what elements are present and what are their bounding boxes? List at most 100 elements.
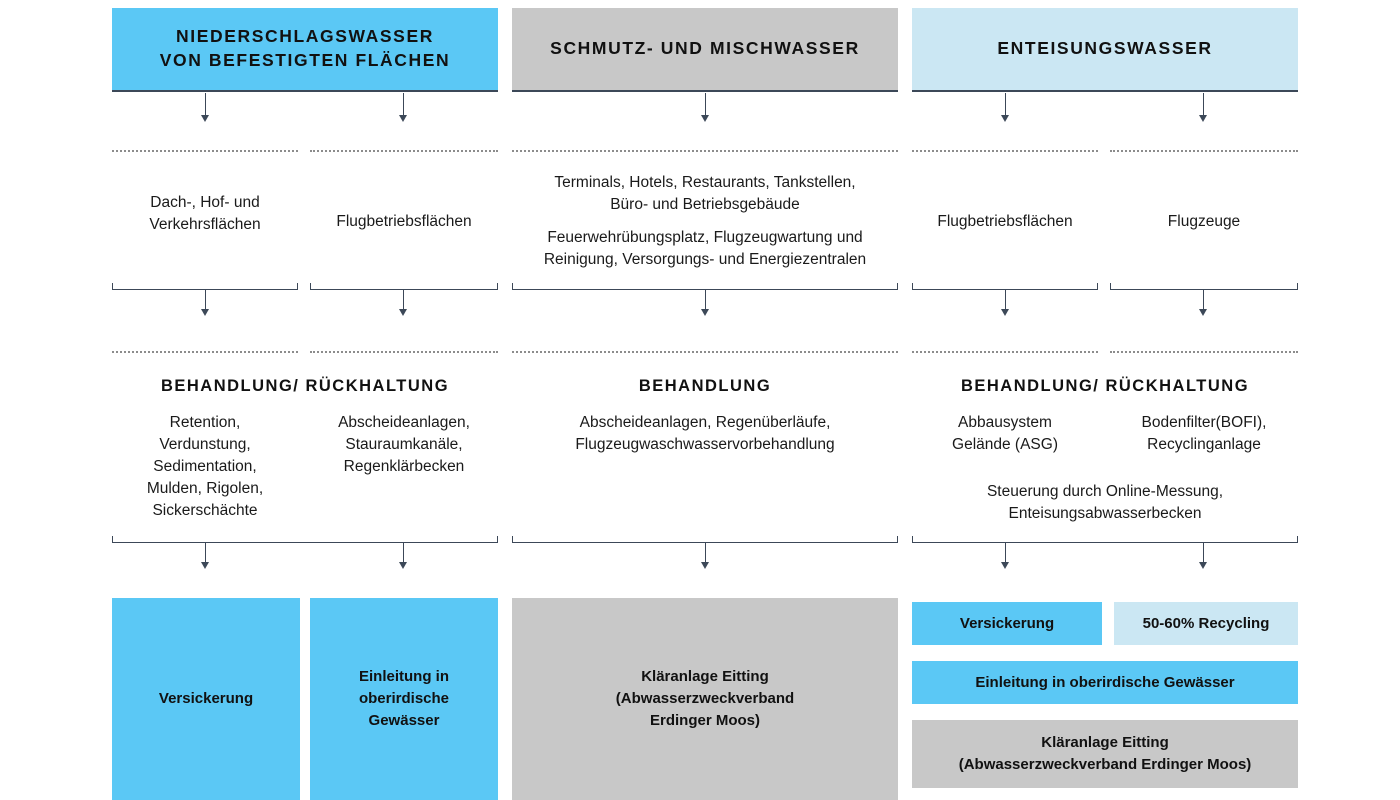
arrow-head-icon — [1199, 115, 1207, 122]
bracket-tick — [912, 536, 913, 543]
result-label: Kläranlage Eitting (Abwasserzweckverband… — [615, 668, 795, 729]
source-text-terminals-hotels: Terminals, Hotels, Restaurants, Tankstel… — [512, 172, 898, 216]
treatment-line: Gelände (ASG) — [952, 436, 1058, 453]
source-line: Flugzeuge — [1167, 213, 1241, 230]
arrow-head-icon — [701, 562, 709, 569]
bracket-tick — [310, 283, 311, 290]
treatment-line: Regenklärbecken — [343, 458, 465, 475]
arrow-stem — [1005, 93, 1006, 117]
result-box-versickerung[interactable]: Versickerung — [112, 598, 300, 800]
treatment-line: Sedimentation, — [153, 458, 257, 475]
source-line: Feuerwehrübungsplatz, Flugzeugwartung un… — [547, 229, 863, 246]
column-header-text: SCHMUTZ- UND MISCHWASSER — [550, 38, 860, 59]
arrow-stem — [705, 289, 706, 311]
result-label: Versickerung — [959, 614, 1055, 632]
bracket-line — [112, 542, 498, 543]
arrow-stem — [1005, 289, 1006, 311]
bracket-line — [912, 542, 1298, 543]
arrow-stem — [205, 289, 206, 311]
treatment-line: Steuerung durch Online-Messung, — [986, 483, 1224, 500]
column-header-niederschlagswasser: NIEDERSCHLAGSWASSER VON BEFESTIGTEN FLÄC… — [112, 8, 498, 92]
treatment-line: Sickerschächte — [152, 502, 258, 519]
arrow-head-icon — [701, 115, 709, 122]
result-label: Kläranlage Eitting (Abwasserzweckverband… — [958, 734, 1252, 773]
bracket-tick — [897, 536, 898, 543]
dotted-divider — [512, 351, 898, 353]
bracket-tick — [112, 283, 113, 290]
result-box-recycling[interactable]: 50-60% Recycling — [1114, 602, 1298, 645]
bracket-line — [310, 289, 498, 290]
bracket-tick — [1297, 536, 1298, 543]
bracket-tick — [897, 283, 898, 290]
source-line: Büro- und Betriebsgebäude — [610, 196, 800, 213]
arrow-stem — [205, 542, 206, 564]
header-line-1: NIEDERSCHLAGSWASSER — [176, 26, 434, 47]
result-box-versickerung[interactable]: Versickerung — [912, 602, 1102, 645]
column-enteisungswasser: ENTEISUNGSWASSER Flugbetriebsflächen Flu… — [912, 0, 1298, 800]
treatment-line: Stauraumkanäle, — [345, 436, 463, 453]
column-schmutz-und-mischwasser: SCHMUTZ- UND MISCHWASSER Terminals, Hote… — [512, 0, 898, 800]
result-box-klaeranlage-eitting[interactable]: Kläranlage Eitting (Abwasserzweckverband… — [912, 720, 1298, 788]
dotted-divider — [310, 150, 498, 152]
arrow-head-icon — [201, 309, 209, 316]
result-box-einleitung-gewaesser[interactable]: Einleitung in oberirdische Gewässer — [912, 661, 1298, 704]
result-box-klaeranlage-eitting[interactable]: Kläranlage Eitting (Abwasserzweckverband… — [512, 598, 898, 800]
source-line: Reinigung, Versorgungs- und Energiezentr… — [543, 251, 867, 268]
treatment-line: Verdunstung, — [159, 436, 251, 453]
result-label: 50-60% Recycling — [1142, 614, 1270, 632]
source-line: Flugbetriebsflächen — [937, 213, 1073, 230]
treatment-line: Abbausystem — [958, 414, 1052, 431]
arrow-head-icon — [1001, 562, 1009, 569]
treatment-title-niederschlagswasser: BEHANDLUNG/ RÜCKHALTUNG — [160, 377, 450, 395]
result-label: Einleitung in oberirdische Gewässer — [975, 673, 1235, 691]
source-text-flugbetriebsflaechen: Flugbetriebsflächen — [310, 211, 498, 233]
result-label: Versickerung — [158, 690, 254, 708]
treatment-text-abscheideanlagen: Abscheideanlagen, Stauraumkanäle, Regenk… — [310, 412, 498, 478]
dotted-divider — [912, 150, 1098, 152]
treatment-line: Abscheideanlagen, Regenüberläufe, — [579, 414, 831, 431]
source-line: Flugbetriebsflächen — [336, 213, 472, 230]
dotted-divider — [1110, 150, 1298, 152]
column-header-enteisungswasser: ENTEISUNGSWASSER — [912, 8, 1298, 92]
arrow-head-icon — [1199, 562, 1207, 569]
arrow-stem — [1203, 93, 1204, 117]
treatment-line: Flugzeugwaschwasservorbehandlung — [575, 436, 835, 453]
column-header-text: ENTEISUNGSWASSER — [997, 38, 1213, 59]
treatment-line: Abscheideanlagen, — [338, 414, 470, 431]
source-line: Dach-, Hof- und — [150, 194, 260, 211]
source-line: Verkehrsflächen — [149, 216, 261, 233]
column-header-schmutz-und-mischwasser: SCHMUTZ- UND MISCHWASSER — [512, 8, 898, 92]
arrow-stem — [705, 93, 706, 117]
arrow-stem — [403, 289, 404, 311]
source-text-feuerwehruebungsplatz: Feuerwehrübungsplatz, Flugzeugwartung un… — [512, 227, 898, 271]
bracket-tick — [497, 536, 498, 543]
dotted-divider — [1110, 351, 1298, 353]
arrow-head-icon — [701, 309, 709, 316]
bracket-tick — [1297, 283, 1298, 290]
dotted-divider — [310, 351, 498, 353]
treatment-text-abscheideanlagen-regenueberlaeufe: Abscheideanlagen, Regenüberläufe, Flugze… — [512, 412, 898, 456]
bracket-tick — [297, 283, 298, 290]
treatment-line: Mulden, Rigolen, — [146, 480, 264, 497]
dotted-divider — [912, 351, 1098, 353]
arrow-head-icon — [201, 562, 209, 569]
column-niederschlagswasser: NIEDERSCHLAGSWASSER VON BEFESTIGTEN FLÄC… — [112, 0, 498, 800]
source-text-flugbetriebsflaechen: Flugbetriebsflächen — [912, 211, 1098, 233]
treatment-text-retention: Retention, Verdunstung, Sedimentation, M… — [112, 412, 298, 522]
treatment-line: Enteisungsabwasserbecken — [1008, 505, 1202, 522]
result-box-einleitung-gewaesser[interactable]: Einleitung in oberirdische Gewässer — [310, 598, 498, 800]
dotted-divider — [112, 351, 298, 353]
bracket-tick — [1097, 283, 1098, 290]
bracket-tick — [912, 283, 913, 290]
treatment-text-bodenfilter-recycling: Bodenfilter(BOFI), Recyclinganlage — [1110, 412, 1298, 456]
arrow-stem — [205, 93, 206, 117]
treatment-text-abbausystem-gelaende: Abbausystem Gelände (ASG) — [912, 412, 1098, 456]
arrow-head-icon — [399, 115, 407, 122]
bracket-tick — [512, 283, 513, 290]
treatment-text-steuerung-online-messung: Steuerung durch Online-Messung, Enteisun… — [912, 481, 1298, 525]
source-text-dach-hof-verkehrsflaechen: Dach-, Hof- und Verkehrsflächen — [112, 192, 298, 236]
column-header-text: NIEDERSCHLAGSWASSER VON BEFESTIGTEN FLÄC… — [160, 25, 451, 72]
treatment-line: Bodenfilter(BOFI), — [1141, 414, 1267, 431]
dotted-divider — [112, 150, 298, 152]
